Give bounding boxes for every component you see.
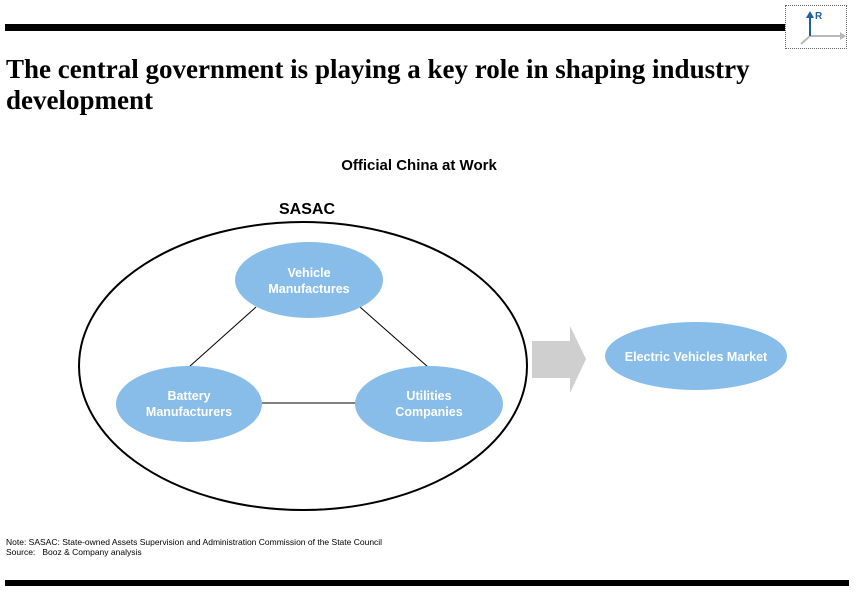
node-shape <box>605 322 787 390</box>
footnotes: Note: SASAC: State-owned Assets Supervis… <box>6 537 382 557</box>
node-label-line: Electric Vehicles Market <box>625 350 768 364</box>
logo-arrow-y <box>806 11 814 18</box>
node-utilities-companies: Utilities Companies <box>355 366 503 442</box>
node-label-line: Battery <box>167 389 210 403</box>
node-vehicle-manufactures: Vehicle Manufactures <box>235 242 383 318</box>
node-label-line: Manufacturers <box>146 405 232 419</box>
node-shape <box>235 242 383 318</box>
logo-letter: R <box>815 11 823 22</box>
node-shape <box>116 366 262 442</box>
connector-vehicle-utilities <box>359 306 429 368</box>
node-shape <box>355 366 503 442</box>
sasac-label: SASAC <box>279 201 335 218</box>
bottom-rule <box>5 580 849 586</box>
node-battery-manufacturers: Battery Manufacturers <box>116 366 262 442</box>
sasac-container <box>78 221 528 511</box>
node-label-line: Utilities <box>406 389 451 403</box>
node-label-line: Manufactures <box>268 282 349 296</box>
diagram-subtitle: Official China at Work <box>341 157 497 174</box>
node-label-line: Vehicle <box>287 266 330 280</box>
node-electric-vehicles-market: Electric Vehicles Market <box>605 322 787 390</box>
flow-arrow <box>532 326 586 393</box>
node-label-line: Companies <box>395 405 462 419</box>
note-text: Note: SASAC: State-owned Assets Supervis… <box>6 537 383 547</box>
logo-axis-z <box>800 35 811 45</box>
page-title: The central government is playing a key … <box>6 54 750 115</box>
top-rule <box>5 24 787 31</box>
logo: R <box>785 5 847 49</box>
connector-vehicle-battery <box>188 306 257 368</box>
logo-arrow-x <box>840 32 846 40</box>
source-text: Source: Booz & Company analysis <box>6 547 142 557</box>
